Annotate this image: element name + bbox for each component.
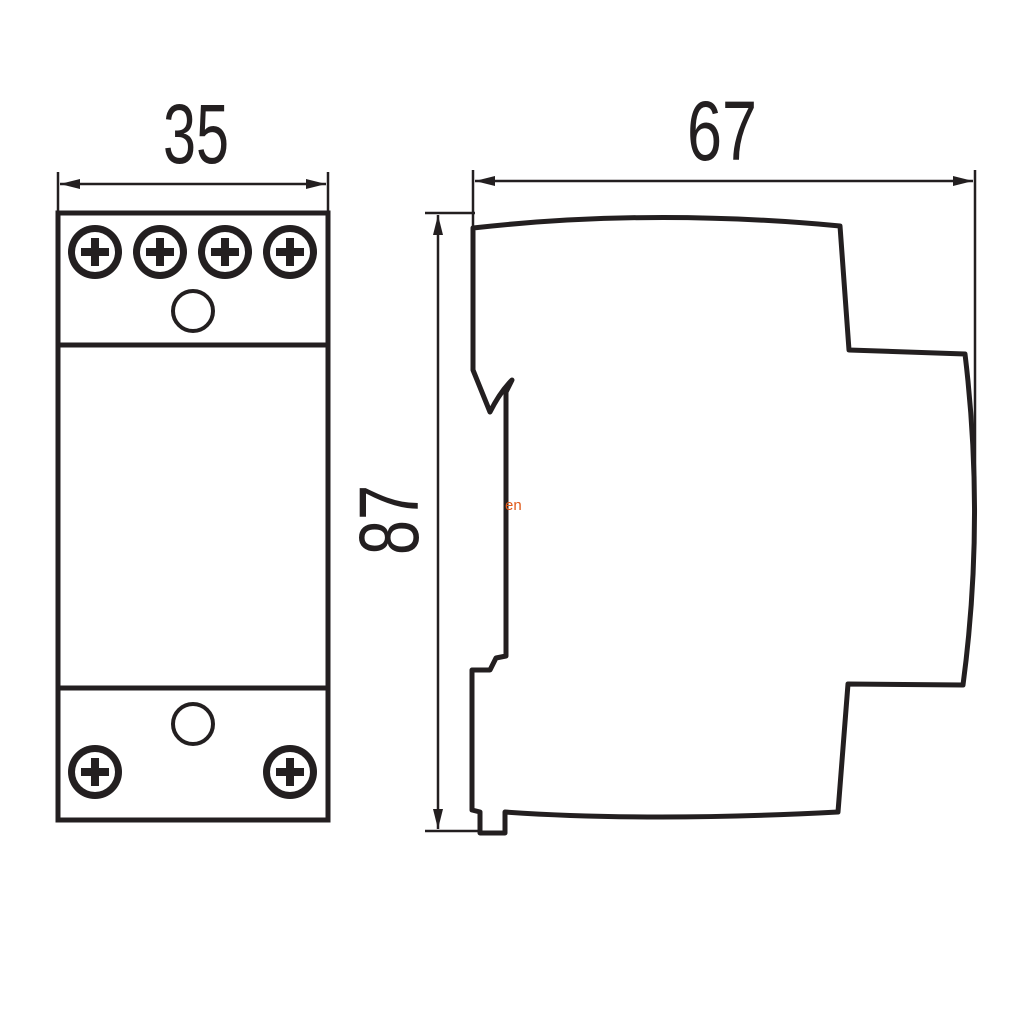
depth-label: 67 xyxy=(687,84,757,178)
side-housing-outline xyxy=(469,214,978,836)
screw-icon xyxy=(263,225,317,279)
side-view: 67 87 en xyxy=(342,84,978,836)
screw-icon xyxy=(263,745,317,799)
screw-icon xyxy=(133,225,187,279)
bottom-indicator-hole xyxy=(171,702,215,746)
watermark-text: en xyxy=(505,497,522,514)
height-label: 87 xyxy=(342,485,436,555)
width-label: 35 xyxy=(163,87,229,181)
front-housing xyxy=(55,210,331,823)
screw-icon xyxy=(198,225,252,279)
top-indicator-hole xyxy=(171,289,215,333)
front-view: 35 xyxy=(55,87,331,823)
screw-icon xyxy=(68,225,122,279)
screw-icon xyxy=(68,745,122,799)
